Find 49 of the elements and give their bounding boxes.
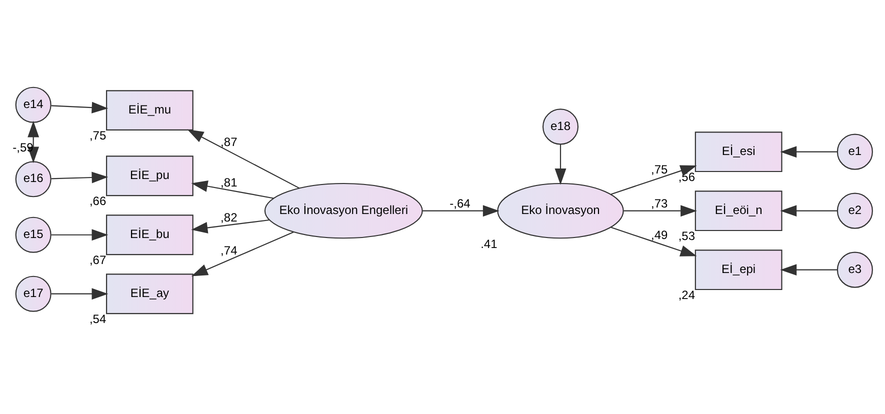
node-circle: e3 [836, 252, 873, 288]
node-box: EİE_ay [106, 274, 194, 314]
node-label: .41 [480, 236, 498, 251]
arrow [51, 229, 108, 241]
node-circle: e18 [542, 108, 579, 145]
edge-label: ,49 [651, 228, 668, 242]
edge-label: ,73 [651, 196, 668, 210]
node-ellipse: Eko İnovasyon [497, 182, 624, 239]
node-circle: e2 [836, 192, 873, 229]
arrow [191, 219, 270, 234]
arrow [191, 232, 294, 276]
edge-label: ,82 [220, 210, 238, 225]
node-circle: e17 [15, 276, 52, 312]
arrow [51, 288, 108, 300]
arrow [187, 129, 300, 189]
arrow [624, 205, 697, 217]
node-box: Eİ_eöi_n [694, 190, 782, 232]
edge-label: ,75 [651, 162, 668, 176]
edge-label: -,64 [450, 196, 470, 210]
node-box: EİE_mu [106, 90, 194, 131]
arrow [780, 205, 838, 217]
node-box: EİE_bu [106, 214, 194, 256]
arrow [610, 165, 697, 195]
edge-label: ,81 [220, 176, 238, 190]
node-label: ,54 [89, 312, 106, 326]
node-label: ,75 [89, 128, 106, 143]
node-label: ,24 [678, 288, 696, 302]
arrow [191, 180, 274, 199]
node-circle: e16 [15, 161, 52, 198]
edge-label: ,74 [220, 243, 238, 258]
edge-label: ,87 [220, 135, 238, 150]
node-label: ,66 [89, 194, 106, 208]
node-circle: e14 [15, 86, 52, 123]
arrow [610, 226, 697, 256]
arrow [51, 102, 108, 114]
arrow [554, 144, 566, 185]
arrow [780, 146, 838, 158]
node-box: EİE_pu [106, 156, 194, 196]
node-label: ,53 [678, 229, 696, 244]
arrow [51, 172, 108, 184]
node-box: Eİ_esi [694, 132, 782, 172]
node-box: Eİ_epi [694, 250, 782, 290]
node-label: ,67 [89, 253, 106, 268]
arrow [780, 264, 838, 276]
node-circle: e15 [15, 216, 52, 253]
node-ellipse: Eko İnovasyon Engelleri [264, 182, 423, 239]
edge-label: -,59 [12, 140, 34, 155]
node-circle: e1 [836, 134, 873, 170]
arrow [422, 205, 500, 217]
